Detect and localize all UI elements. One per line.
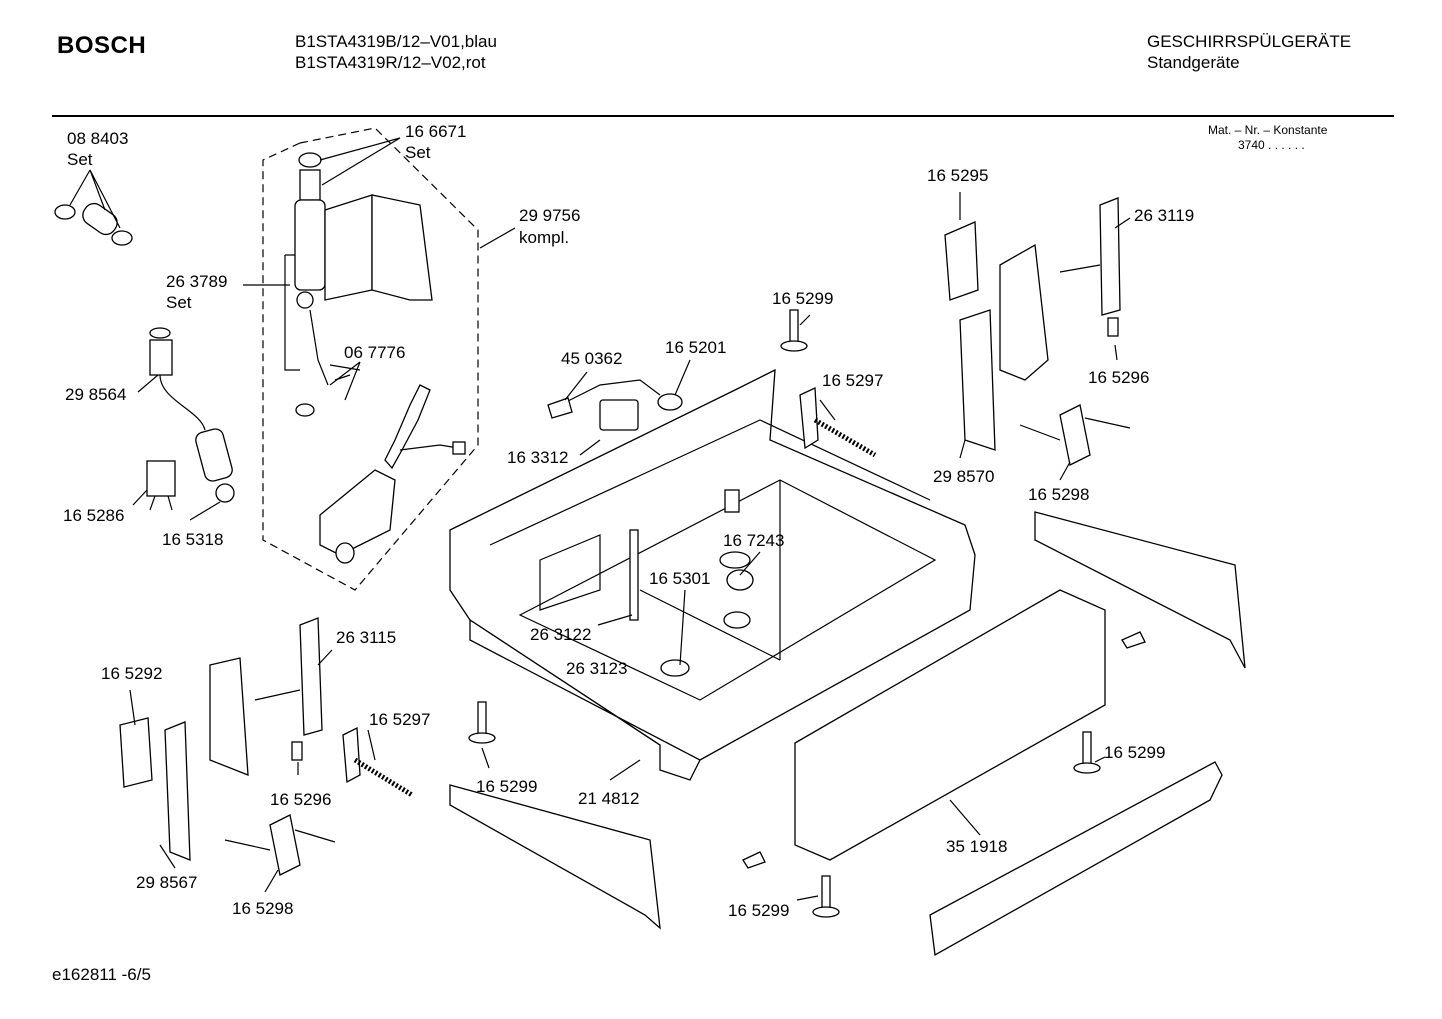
label-165295: 16 5295 [927,166,988,185]
label-299756: 29 9756 [519,206,580,225]
right-hinge-bracket [944,197,1121,451]
label-165299-top: 16 5299 [772,289,833,308]
header-rule [52,115,1394,117]
clamp-part [146,460,176,511]
label-163312: 16 3312 [507,448,568,467]
label-450362: 45 0362 [561,349,622,368]
label-kompl: kompl. [519,228,569,247]
label-263119: 26 3119 [1134,206,1194,225]
leveling-foot-bottom [812,875,840,918]
label-165286: 16 5286 [63,506,124,525]
label-351918: 35 1918 [946,837,1007,856]
label-165318: 16 5318 [162,530,223,549]
hinge-spring-left [342,726,414,798]
brand-logo: BOSCH [57,32,147,59]
model-line-1: B1STA4319B/12–V01,blau [295,32,497,51]
label-165201: 16 5201 [665,338,726,357]
label-165299-mid: 16 5299 [476,777,537,796]
label-165296-right: 16 5296 [1088,368,1149,387]
hose-clip-set-part [54,202,133,246]
side-panel-left [449,784,661,930]
drain-hose-part [329,364,466,470]
label-set-3: Set [166,293,192,312]
label-set-1: Set [67,150,93,169]
left-hinge-bracket [119,617,323,861]
label-167243: 16 7243 [723,531,784,550]
label-165298-right: 16 5298 [1028,485,1089,504]
valve-assembly-part [294,152,433,417]
label-165299-bottom: 16 5299 [728,901,789,920]
label-165301: 16 5301 [649,569,710,588]
hinge-spring-top [799,387,877,458]
heater-connector-part [547,379,683,431]
front-plinth-part [929,761,1223,957]
screw-small-2 [1121,631,1146,649]
material-block: Mat. – Nr. – Konstante 3740 . . . . . . [1208,123,1327,153]
side-panel-right [1034,511,1246,669]
label-067776: 06 7776 [344,343,405,362]
label-166671: 16 6671 [405,122,466,141]
base-frame-part [449,368,976,781]
label-298567: 29 8567 [136,873,197,892]
valve-bracket-part [319,469,396,564]
label-263789: 26 3789 [166,272,227,291]
assembly-dashed-outline [262,127,479,591]
document-code: e162811 -6/5 [52,965,151,984]
label-214812: 21 4812 [578,789,639,808]
model-numbers: B1STA4319B/12–V01,blau B1STA4319R/12–V02… [295,31,497,73]
material-value: 3740 . . . . . . [1238,138,1305,152]
subcategory-title: Standgeräte [1147,53,1240,72]
category-title: GESCHIRRSPÜLGERÄTE [1147,32,1352,51]
label-165292: 16 5292 [101,664,162,683]
material-title: Mat. – Nr. – Konstante [1208,123,1328,137]
model-line-2: B1STA4319R/12–V02,rot [295,53,486,72]
label-set-2: Set [405,143,431,162]
plinth-panel [794,589,1106,861]
label-165296-left: 16 5296 [270,790,331,809]
screw-small-1 [742,851,766,869]
label-263123: 26 3123 [566,659,627,678]
leader-lines [69,137,1131,901]
label-263115: 26 3115 [336,628,396,647]
label-165297-top: 16 5297 [822,371,883,390]
corrugated-hose-part [149,327,235,503]
label-298564: 29 8564 [65,385,126,404]
label-165298-left: 16 5298 [232,899,293,918]
label-165299-right: 16 5299 [1104,743,1165,762]
leveling-foot-mid [468,701,496,744]
leveling-foot-top [780,309,808,352]
label-088403: 08 8403 [67,129,128,148]
hinge-cam-left [224,814,336,876]
leveling-foot-right [1073,731,1101,774]
label-165297-left: 16 5297 [369,710,430,729]
category-block: GESCHIRRSPÜLGERÄTE Standgeräte [1147,31,1351,73]
label-298570: 29 8570 [933,467,994,486]
label-263122: 26 3122 [530,625,591,644]
hinge-cam-right [1019,404,1131,466]
